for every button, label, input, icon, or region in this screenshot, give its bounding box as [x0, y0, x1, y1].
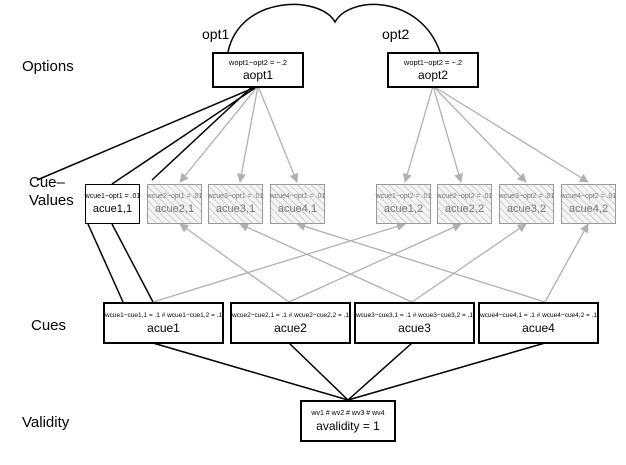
cue-value-node-3-2: wcue3−opt2 = .01 acue3,2 — [499, 184, 554, 224]
cue-value-node-2-1: wcue2−opt1 = .01 acue2,1 — [147, 184, 202, 224]
cue-value-3-1-weight: wcue3−opt1 = .01 — [207, 193, 264, 200]
cue-node-2: wcue2−cue2,1 = .1 # wcue2−cue2,2 = .1 ac… — [230, 302, 351, 344]
cue-3-weight: wcue3−cue3,1 = .1 # wcue3−cue3,2 = .1 — [355, 312, 474, 319]
cue-1-weight: wcue1−cue1,1 = .1 # wcue1−cue1,2 = .1 — [104, 312, 223, 319]
cue-value-node-4-1: wcue4−opt1 = .01 acue4,1 — [270, 184, 325, 224]
options-row-label: Options — [22, 58, 74, 75]
option-1-activation: aopt1 — [242, 68, 274, 82]
cue-value-2-1-activation: acue2,1 — [154, 203, 195, 215]
validity-weight: wv1 # wv2 # wv3 # wv4 — [311, 410, 385, 417]
cue-values-label-line-2: Values — [29, 192, 74, 209]
option-to-cue-value-links — [179, 85, 589, 183]
cue-4-weight: wcue4−cue4,1 = .1 # wcue4−cue4,2 = .1 — [479, 312, 598, 319]
option-inhibition-arc — [227, 3, 441, 53]
cue-value-node-3-1: wcue3−opt1 = .01 acue3,1 — [208, 184, 263, 224]
option-node-2: wopt1−opt2 = −.2 aopt2 — [387, 52, 479, 88]
validity-to-cue-links — [152, 342, 546, 401]
cue-value-1-2-weight: wcue1−opt2 = .01 — [375, 193, 432, 200]
cue-3-activation: acue3 — [398, 321, 431, 335]
cue-2-activation: acue2 — [274, 321, 307, 335]
cue-value-3-2-activation: acue3,2 — [506, 203, 547, 215]
outer-structure-links — [36, 85, 259, 303]
option-1-weight: wopt1−opt2 = −.2 — [228, 58, 288, 67]
option-2-weight: wopt1−opt2 = −.2 — [403, 58, 463, 67]
cue-value-node-1-1: wcue1−opt1 = .01 acue1,1 — [85, 184, 140, 224]
cue-value-1-1-weight: wcue1−opt1 = .01 — [84, 193, 141, 200]
cue-4-activation: acue4 — [522, 321, 555, 335]
validity-activation: avalidity = 1 — [316, 419, 380, 433]
option-node-1: wopt1−opt2 = −.2 aopt1 — [212, 52, 304, 88]
cue-value-2-2-activation: acue2,2 — [444, 203, 485, 215]
cue-value-2-2-weight: wcue2−opt2 = .01 — [436, 193, 493, 200]
cue-value-4-1-activation: acue4,1 — [277, 203, 318, 215]
option-1-label: opt1 — [202, 26, 230, 42]
cue-values-row-label: Cue– Values — [29, 174, 74, 210]
cue-value-3-2-weight: wcue3−opt2 = .01 — [498, 193, 555, 200]
option-2-label: opt2 — [382, 26, 410, 42]
cue-value-4-2-weight: wcue4−opt2 = .01 — [560, 193, 617, 200]
cue-node-4: wcue4−cue4,1 = .1 # wcue4−cue4,2 = .1 ac… — [478, 302, 599, 344]
cue-node-3: wcue3−cue3,1 = .1 # wcue3−cue3,2 = .1 ac… — [354, 302, 475, 344]
validity-node: wv1 # wv2 # wv3 # wv4 avalidity = 1 — [300, 400, 396, 442]
cue-value-1-1-activation: acue1,1 — [92, 203, 133, 215]
cue-value-node-1-2: wcue1−opt2 = .01 acue1,2 — [376, 184, 431, 224]
cue-node-1: wcue1−cue1,1 = .1 # wcue1−cue1,2 = .1 ac… — [103, 302, 224, 344]
cue-to-cue-value-links — [152, 222, 589, 303]
cue-value-2-1-weight: wcue2−opt1 = .01 — [146, 193, 203, 200]
cue-value-1-2-activation: acue1,2 — [383, 203, 424, 215]
active-path-links — [111, 83, 259, 303]
cue-2-weight: wcue2−cue2,1 = .1 # wcue2−cue2,2 = .1 — [231, 312, 350, 319]
cue-value-node-4-2: wcue4−opt2 = .01 acue4,2 — [561, 184, 616, 224]
validity-row-label: Validity — [22, 414, 70, 431]
cue-value-4-2-activation: acue4,2 — [568, 203, 609, 215]
cue-value-4-1-weight: wcue4−opt1 = .01 — [269, 193, 326, 200]
option-2-activation: aopt2 — [417, 68, 449, 82]
cues-row-label: Cues — [31, 317, 67, 334]
cue-value-3-1-activation: acue3,1 — [215, 203, 256, 215]
cue-value-node-2-2: wcue2−opt2 = .01 acue2,2 — [437, 184, 492, 224]
cue-1-activation: acue1 — [147, 321, 180, 335]
cue-values-label-line-1: Cue– — [29, 174, 65, 191]
